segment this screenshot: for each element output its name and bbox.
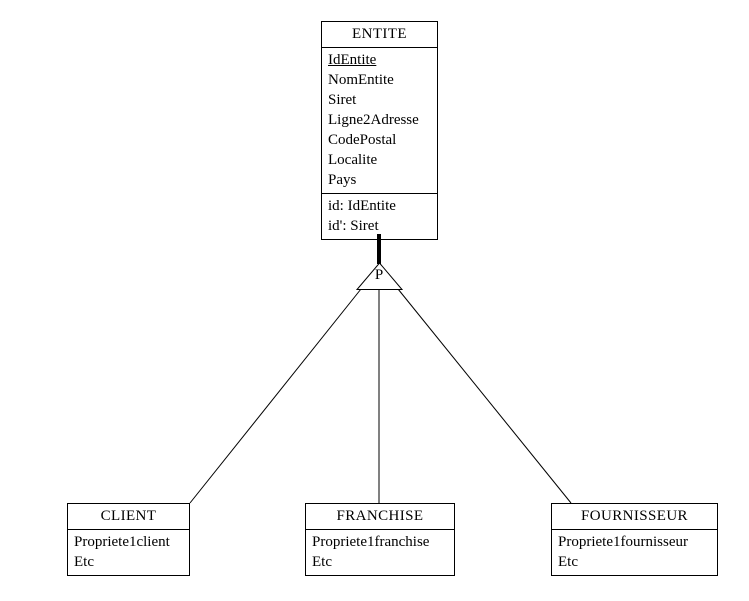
entity-title-franchise: FRANCHISE [306,504,454,530]
entite-attribute-list: IdEntite NomEntite Siret Ligne2Adresse C… [322,48,437,193]
attribute-row: IdEntite [328,52,377,68]
attribute-row: Ligne2Adresse [328,112,419,128]
specialization-triangle-icon [355,262,404,290]
entity-title-fournisseur: FOURNISSEUR [552,504,717,530]
attribute-row: CodePostal [328,132,397,148]
client-attribute-list: Propriete1client Etc [68,530,189,575]
entity-box-fournisseur[interactable]: FOURNISSEUR Propriete1fournisseur Etc [551,503,718,576]
attribute-row: Localite [328,152,378,168]
attribute-row: Pays [328,172,357,188]
attribute-row: Etc [312,554,332,570]
identifier-row: id': Siret [328,218,379,234]
attribute-row: Siret [328,92,357,108]
attribute-row: Etc [558,554,578,570]
attribute-row: Propriete1client [74,534,170,550]
entite-identifier-list: id: IdEntite id': Siret [322,193,437,239]
franchise-attribute-list: Propriete1franchise Etc [306,530,454,575]
fournisseur-attribute-list: Propriete1fournisseur Etc [552,530,717,575]
attribute-row: Propriete1franchise [312,534,430,550]
specialization-stem [377,234,381,264]
attribute-row: Etc [74,554,94,570]
attribute-row: NomEntite [328,72,394,88]
connector-to-fournisseur [397,288,572,504]
attribute-row: Propriete1fournisseur [558,534,688,550]
entity-box-franchise[interactable]: FRANCHISE Propriete1franchise Etc [305,503,455,576]
entity-box-client[interactable]: CLIENT Propriete1client Etc [67,503,190,576]
specialization-label: P [374,267,384,283]
connector-to-client [189,288,362,504]
identifier-row: id: IdEntite [328,198,396,214]
entity-box-entite[interactable]: ENTITE IdEntite NomEntite Siret Ligne2Ad… [321,21,438,240]
entity-title-entite: ENTITE [322,22,437,48]
entity-title-client: CLIENT [68,504,189,530]
